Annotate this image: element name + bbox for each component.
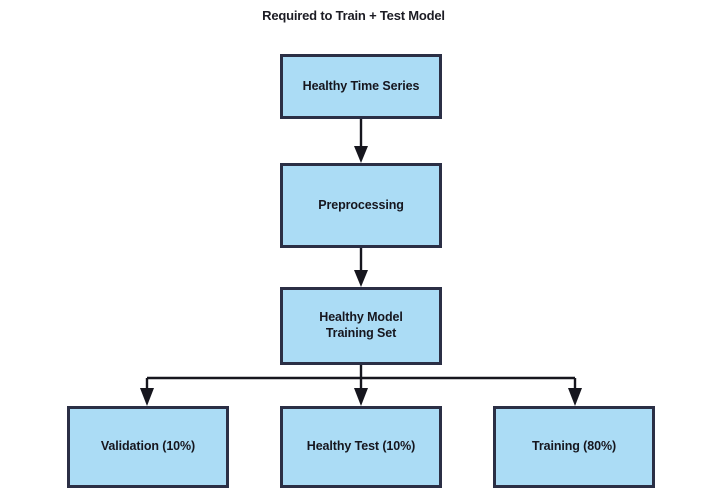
edge-trainingset-split [140,365,582,406]
node-label: Healthy Time Series [302,78,420,93]
node-training[interactable]: Training (80%) [493,406,655,488]
node-healthy-model-training-set[interactable]: Healthy Model Training Set [280,287,442,365]
node-label: Training (80%) [531,439,617,454]
node-healthy-test[interactable]: Healthy Test (10%) [280,406,442,488]
node-preprocessing[interactable]: Preprocessing [280,163,442,248]
node-label: Preprocessing [318,197,404,212]
diagram-title: Required to Train + Test Model [262,8,445,23]
edge-preprocessing-to-trainingset [354,248,368,287]
node-label: Healthy Model Training Set [319,310,403,340]
node-validation[interactable]: Validation (10%) [67,406,229,488]
edge-timeseries-to-preprocessing [354,119,368,163]
node-label: Validation (10%) [100,439,196,454]
node-healthy-time-series[interactable]: Healthy Time Series [280,54,442,119]
node-label: Healthy Test (10%) [306,439,416,454]
